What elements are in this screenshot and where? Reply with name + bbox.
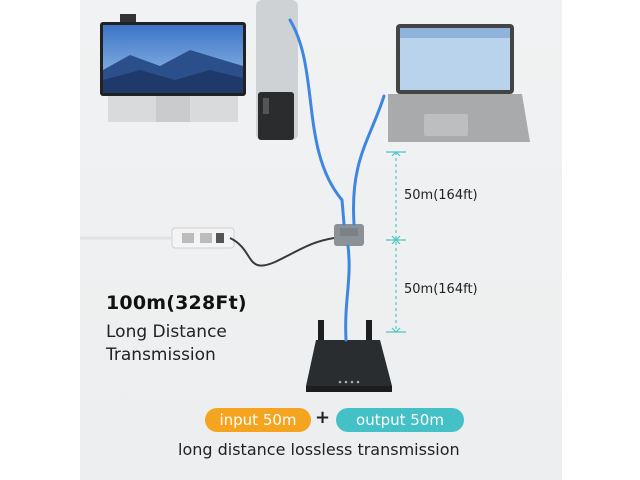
- distance-marker: [386, 151, 406, 333]
- product-scene: [80, 0, 562, 480]
- power-cable: [229, 237, 335, 267]
- plus-sign: +: [315, 407, 331, 428]
- input-badge: input 50m: [205, 408, 311, 432]
- laptop-illustration: [388, 24, 530, 142]
- extender-illustration: [334, 224, 364, 246]
- distance-label-lower: 50m(164ft): [404, 282, 478, 297]
- pc-tower-illustration: [256, 0, 298, 140]
- monitor-illustration: [100, 14, 246, 122]
- subtitle-line-1: Long Distance: [106, 322, 227, 342]
- footer-caption: long distance lossless transmission: [178, 440, 460, 459]
- headline-distance: 100m(328Ft): [106, 292, 247, 314]
- network-cables: [288, 18, 386, 342]
- power-strip-illustration: [80, 227, 235, 249]
- distance-label-upper: 50m(164ft): [404, 188, 478, 203]
- scene-illustration: [80, 0, 530, 392]
- output-badge: output 50m: [336, 408, 464, 432]
- router-illustration: [306, 320, 392, 392]
- subtitle-line-2: Transmission: [106, 345, 216, 365]
